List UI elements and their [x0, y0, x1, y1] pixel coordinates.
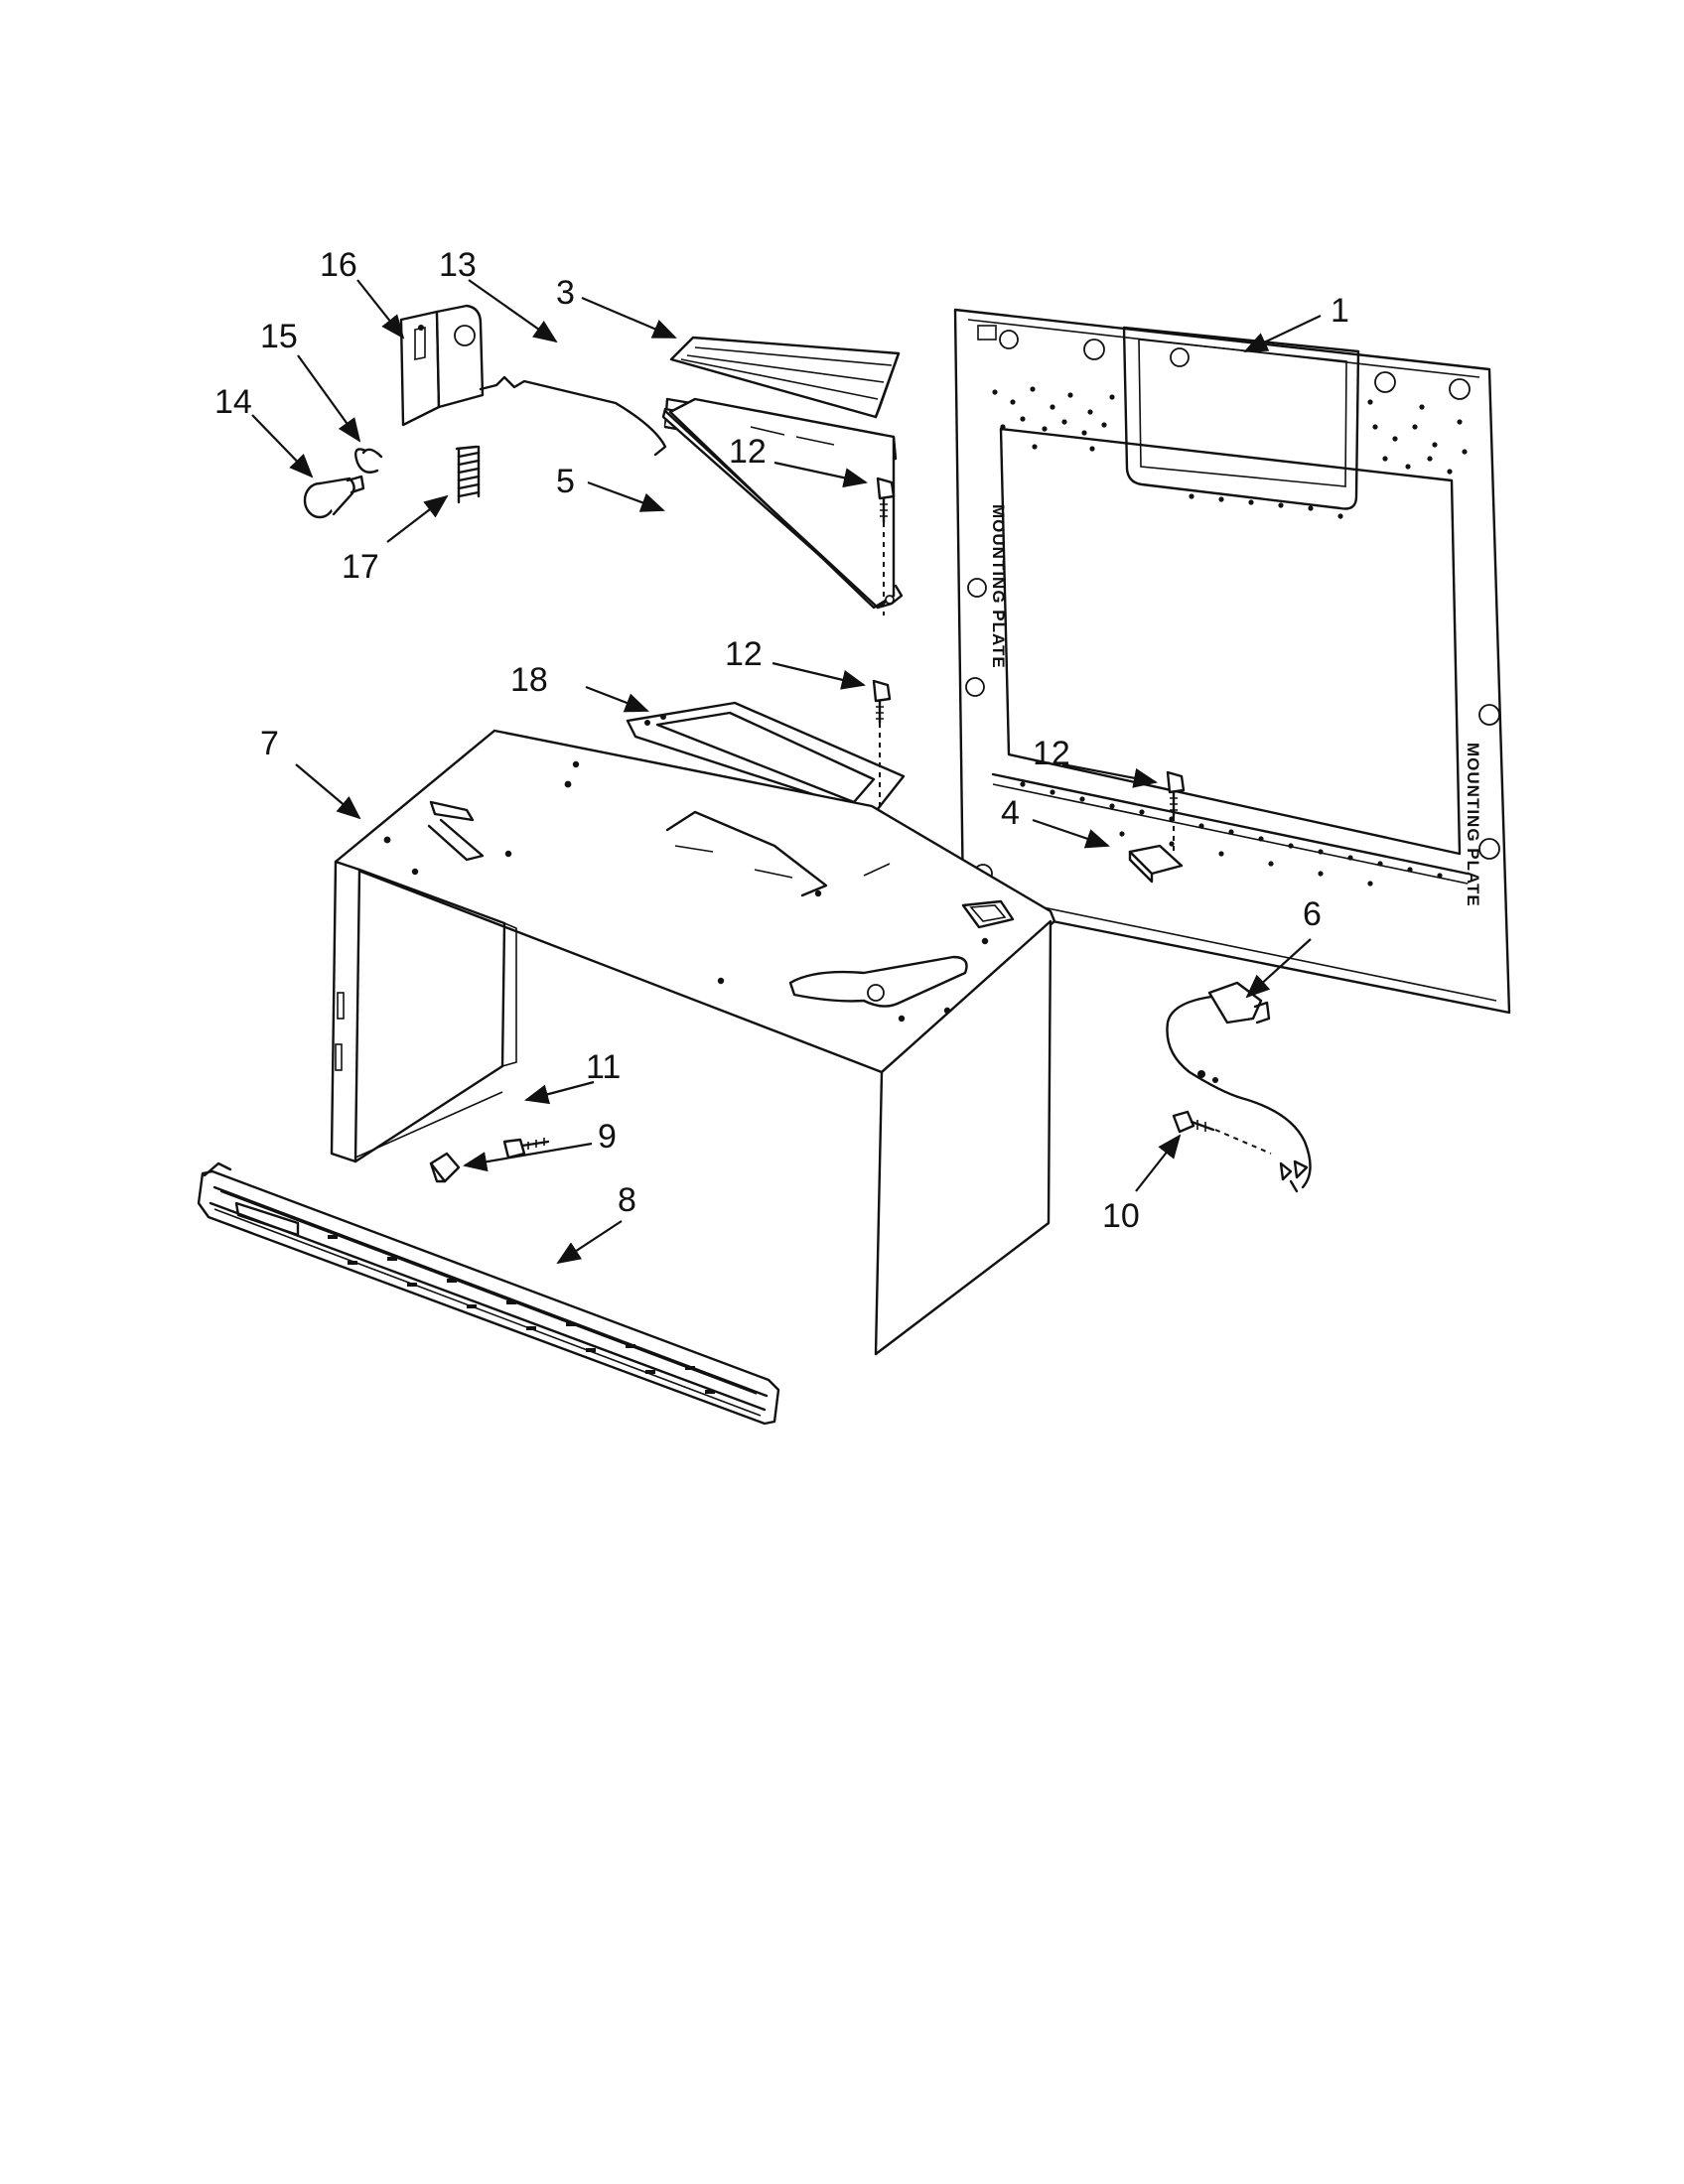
part-8-grille	[197, 1161, 780, 1426]
callout-12-right: 12	[1033, 735, 1070, 772]
callout-7: 7	[260, 725, 279, 762]
part-11-screw	[502, 1138, 550, 1160]
callout-14: 14	[214, 383, 252, 421]
part-16-bracket	[399, 304, 485, 427]
callout-3: 3	[556, 274, 575, 312]
callout-15: 15	[260, 318, 298, 355]
callout-10: 10	[1102, 1197, 1140, 1235]
leader-lines	[251, 279, 1322, 1265]
part-12-screw-b	[872, 679, 892, 725]
callout-18: 18	[510, 661, 548, 699]
part-5-tray	[661, 397, 904, 610]
part-12-screw-c	[1166, 770, 1186, 818]
callout-4: 4	[1001, 794, 1020, 832]
part-6-harness	[1166, 981, 1312, 1193]
part-10-screw	[1172, 1110, 1215, 1134]
mounting-plate-label-right: MOUNTING PLATE	[1464, 743, 1482, 907]
part-18-gasket	[626, 701, 906, 816]
part-9-clip	[429, 1152, 461, 1183]
part-4-bracket	[1128, 844, 1184, 884]
callout-16: 16	[320, 246, 357, 284]
mounting-plate-label-left: MOUNTING PLATE	[989, 504, 1008, 669]
callout-12-top: 12	[729, 433, 767, 471]
callout-8: 8	[618, 1181, 636, 1219]
part-15-ring	[354, 448, 383, 474]
part-13-rod	[479, 375, 667, 457]
callout-9: 9	[598, 1118, 617, 1156]
part-3-channel	[669, 336, 901, 419]
callout-11: 11	[586, 1048, 621, 1086]
callout-1: 1	[1331, 292, 1349, 330]
part-7-cabinet	[330, 729, 1056, 1356]
part-17-spring	[455, 445, 481, 504]
callout-6: 6	[1303, 895, 1322, 933]
callout-13: 13	[439, 246, 477, 284]
part-12-screw-a	[876, 477, 896, 524]
callout-5: 5	[556, 463, 575, 500]
callout-numbers: 1 3 5 12 12 18 12 4 7 6 11 9 8 10 16 13 …	[214, 246, 1349, 1235]
callout-17: 17	[342, 548, 379, 586]
part-14-knob	[303, 475, 365, 519]
callout-12-mid: 12	[725, 635, 763, 673]
